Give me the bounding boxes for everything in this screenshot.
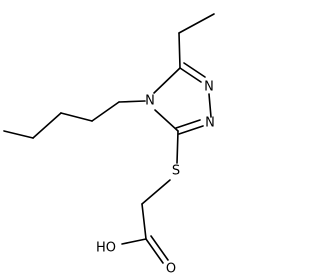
atom-n2-label: N: [205, 116, 215, 131]
bond-ch2-cooh: [141, 203, 147, 240]
bond-s-ch2: [141, 179, 171, 205]
bond-n1-n2: [208, 93, 212, 118]
bond-ethyl-ch3: [178, 13, 215, 34]
bond-pentyl-5: [3, 130, 34, 139]
molecule-diagram: N N N S HO O: [3, 13, 215, 276]
bond-n4-pentyl: [118, 100, 146, 103]
bond-c-o-double-b: [150, 235, 169, 261]
atom-n4-label: N: [145, 94, 155, 109]
structure-canvas: N N N S HO O: [3, 13, 215, 276]
bond-c-oh: [121, 238, 147, 245]
atom-sulfur-label: S: [172, 164, 180, 179]
bond-n2-c3-double-a: [178, 125, 204, 135]
bond-pentyl-2: [91, 101, 120, 122]
bond-c5-n4: [153, 67, 181, 94]
atom-n1-label: N: [204, 80, 214, 95]
atom-hydroxyl-label: HO: [96, 241, 116, 256]
bond-pentyl-4: [32, 112, 62, 139]
atom-carbonyl-oxygen-label: O: [166, 262, 176, 276]
bond-pentyl-3: [60, 112, 93, 122]
bond-n2-c3-double-b: [175, 119, 201, 129]
bond-c3-n4: [154, 109, 179, 132]
bond-c5-n1-double-a: [179, 67, 202, 83]
bond-c-o-double-a: [145, 238, 164, 264]
bond-c5-n1-double-b: [183, 62, 206, 78]
bond-c3-s: [176, 130, 179, 164]
bond-ethyl-ch2: [178, 32, 181, 69]
